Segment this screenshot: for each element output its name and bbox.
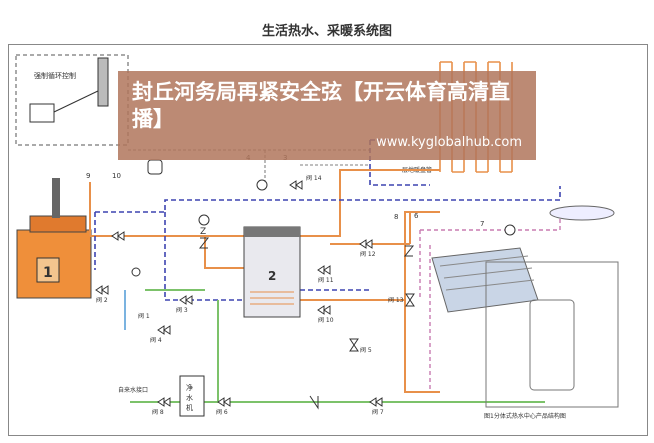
purifier-label-2: 水 bbox=[186, 393, 193, 402]
valve-symbol bbox=[317, 305, 331, 315]
label-component-8: 8 bbox=[394, 213, 398, 221]
label-valve-11: 阀 11 bbox=[318, 276, 334, 284]
solar-panel bbox=[431, 247, 539, 313]
solar-loop-pipes bbox=[419, 215, 561, 392]
page-title: 生活热水、采暖系统图 bbox=[261, 24, 392, 39]
diagram-frame bbox=[8, 44, 648, 436]
check-valve-2 bbox=[403, 245, 415, 257]
valve-symbol bbox=[111, 231, 125, 241]
tank-number: 2 bbox=[268, 269, 276, 283]
valve-symbol bbox=[359, 239, 373, 249]
label-valve-12: 阀 12 bbox=[360, 250, 376, 258]
pump-3 bbox=[256, 179, 268, 191]
label-tank-z: Z bbox=[200, 227, 206, 237]
label-valve-8: 阀 8 bbox=[152, 408, 164, 416]
label-valve-3: 阀 3 bbox=[176, 306, 188, 314]
valve-symbol bbox=[157, 325, 171, 335]
label-valve-5: 阀 5 bbox=[360, 346, 372, 354]
pump-boiler bbox=[198, 214, 210, 226]
label-valve-4: 阀 4 bbox=[150, 336, 162, 344]
label-valve-10: 阀 10 bbox=[318, 316, 334, 324]
water-tank-top bbox=[244, 227, 300, 237]
watermark-overlay: 封丘河务局再紧安全弦【开云体育高清直播】 www.kyglobalhub.com bbox=[118, 71, 536, 160]
label-valve-14: 阀 14 bbox=[306, 174, 322, 182]
valve-symbol bbox=[317, 265, 331, 275]
valve-symbol bbox=[95, 285, 109, 295]
label-component-9: 9 bbox=[86, 172, 90, 180]
water-tank bbox=[243, 226, 301, 318]
label-component-10: 10 bbox=[112, 172, 121, 180]
label-valve-6: 阀 6 bbox=[216, 408, 228, 416]
label-component-7: 7 bbox=[480, 220, 484, 228]
boiler-number: 1 bbox=[43, 265, 53, 281]
boiler-top bbox=[29, 215, 87, 233]
valve-symbol bbox=[157, 397, 171, 407]
valves bbox=[95, 180, 415, 407]
label-component-6: 6 bbox=[414, 212, 419, 220]
check-valve bbox=[309, 395, 319, 410]
controller-wire bbox=[53, 89, 101, 113]
product-cylinder bbox=[529, 299, 575, 391]
valve-symbol bbox=[405, 293, 415, 307]
solar-controller-box bbox=[15, 54, 129, 146]
tank-coil bbox=[250, 291, 294, 305]
valve-symbol bbox=[179, 295, 193, 305]
solar-controller-label: 强制循环控制 bbox=[34, 71, 76, 80]
label-valve-13: 阀 13 bbox=[388, 296, 404, 304]
boiler-chimney bbox=[52, 178, 60, 218]
purifier-unit bbox=[179, 375, 205, 417]
purifier-label: 净 bbox=[186, 383, 193, 392]
boiler-door bbox=[36, 257, 60, 283]
label-valve-2: 阀 2 bbox=[96, 296, 108, 304]
overlay-headline: 封丘河务局再紧安全弦【开云体育高清直播】 bbox=[132, 80, 510, 131]
check-valve-3 bbox=[198, 237, 210, 249]
product-caption: 图1分体式热水中心产品结构图 bbox=[484, 412, 566, 420]
pump-solar bbox=[504, 224, 516, 236]
sensor-strip bbox=[97, 57, 109, 107]
valve-symbol bbox=[217, 397, 231, 407]
hot-water-pipes bbox=[89, 169, 440, 393]
valve-symbol bbox=[349, 338, 359, 352]
expansion-tank bbox=[147, 159, 163, 175]
label-valve-7: 阀 7 bbox=[372, 408, 384, 416]
overlay-url: www.kyglobalhub.com bbox=[376, 135, 522, 150]
purifier-label-3: 机 bbox=[186, 403, 193, 412]
product-drawing bbox=[485, 261, 619, 408]
controller-unit bbox=[29, 103, 55, 123]
valve-symbol bbox=[369, 397, 383, 407]
tap-water-label: 自来水接口 bbox=[118, 386, 148, 394]
label-valve-1: 阀 1 bbox=[138, 312, 150, 320]
roof-tank bbox=[549, 205, 615, 221]
gauge bbox=[131, 267, 141, 277]
valve-symbol bbox=[289, 180, 303, 190]
